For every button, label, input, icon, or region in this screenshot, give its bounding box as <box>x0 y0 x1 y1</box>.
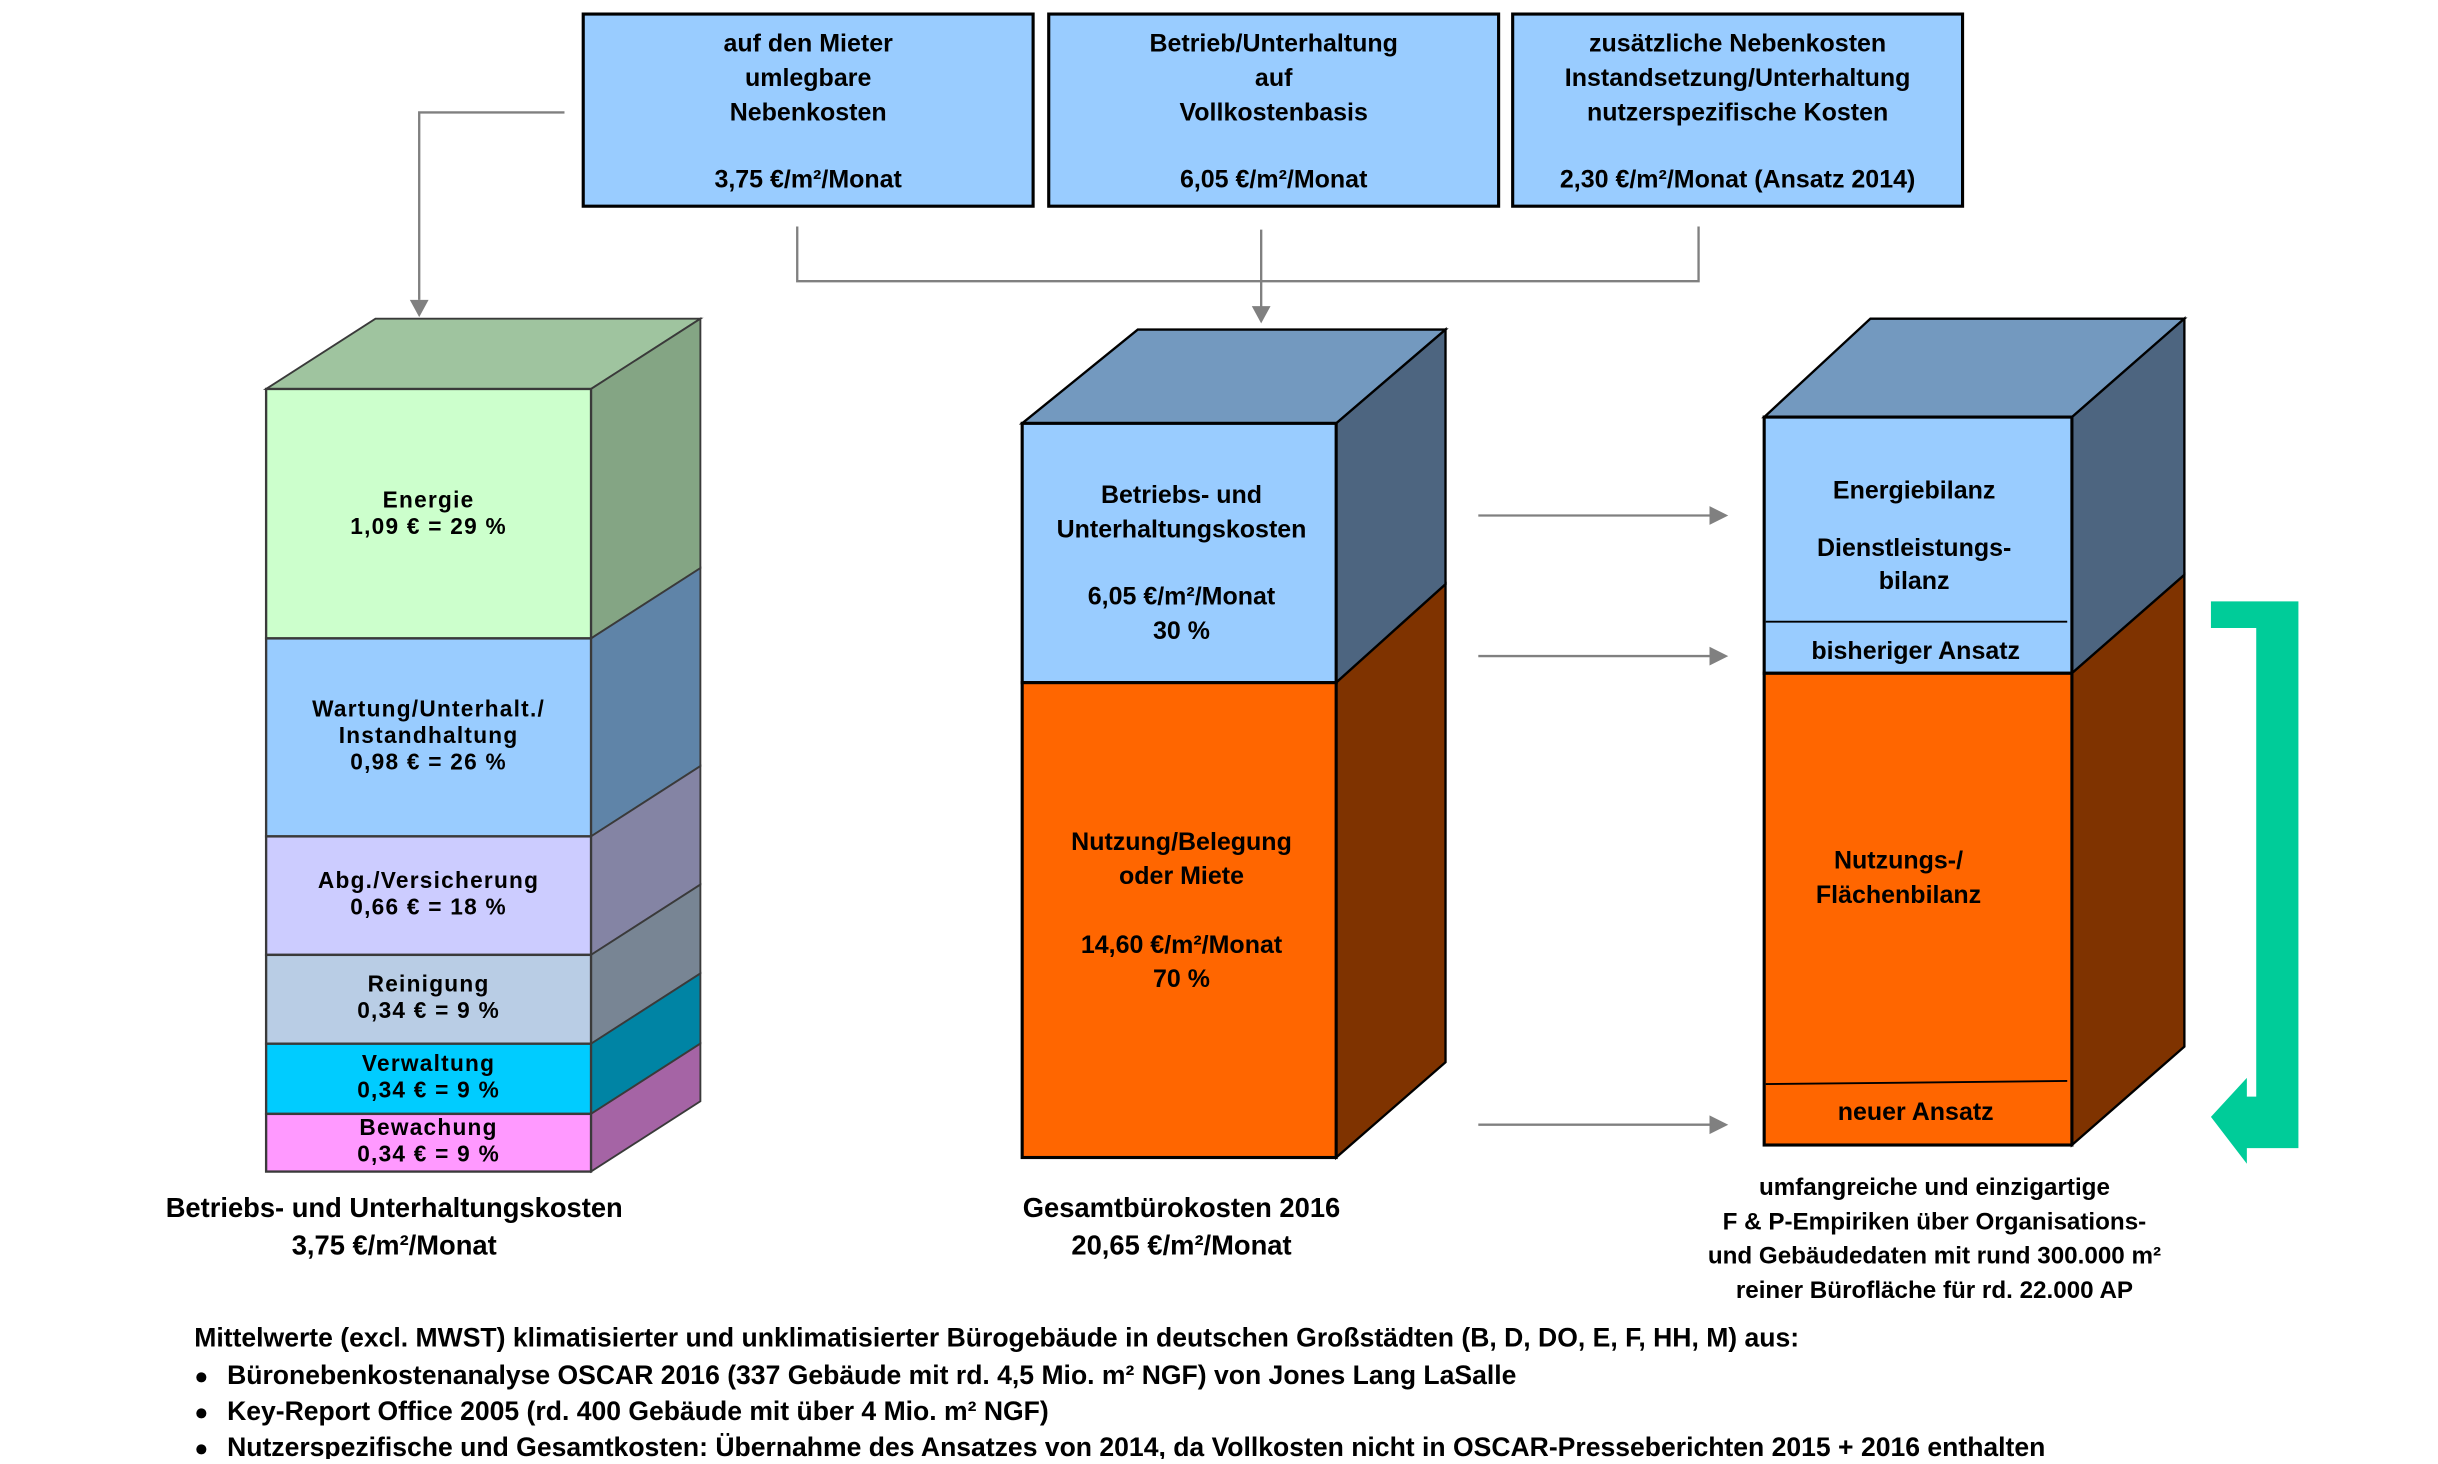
footer-intro: Mittelwerte (excl. MWST) klimatisierter … <box>194 1323 1799 1353</box>
arrow-down-icon <box>1251 306 1271 324</box>
header-box-line: zusätzliche Nebenkosten <box>1589 30 1886 58</box>
segment-value: 14,60 €/m²/Monat <box>1081 931 1283 959</box>
middle-cube-caption: Gesamtbürokosten 2016 20,65 €/m²/Monat <box>1023 1192 1340 1260</box>
arrow-right-icon <box>1709 646 1729 666</box>
header-box-line: Betrieb/Unterhaltung <box>1149 30 1397 58</box>
segment-label: Verwaltung <box>362 1050 495 1076</box>
segment-value: 0,34 € = 9 % <box>357 997 500 1023</box>
right-cube-segment-lower <box>1762 671 2074 1147</box>
segment-value: 0,34 € = 9 % <box>357 1140 500 1166</box>
right-lower-label: Nutzungs-/ <box>1834 847 1963 875</box>
bracket-return-arrow-icon <box>2210 601 2299 1164</box>
middle-cube: Betriebs- und Unterhaltungskosten 6,05 €… <box>1018 327 1449 1161</box>
segment-label: Abg./Versicherung <box>318 867 539 893</box>
bullet-icon: ● <box>194 1435 208 1459</box>
footer-bullet: Key-Report Office 2005 (rd. 400 Gebäude … <box>227 1396 1049 1426</box>
caption-value: 20,65 €/m²/Monat <box>1071 1229 1291 1260</box>
left-cube-caption: Betriebs- und Unterhaltungskosten 3,75 €… <box>166 1192 623 1260</box>
caption-line: F & P-Empiriken über Organisations- <box>1723 1208 2147 1235</box>
segment-label: oder Miete <box>1119 862 1244 890</box>
left-cube-segment-bewachung <box>264 1112 593 1173</box>
middle-cube-side-lower <box>1334 581 1447 1161</box>
connector-arrows-right <box>1478 514 1710 1126</box>
connector-left <box>418 111 565 300</box>
footer-notes: Mittelwerte (excl. MWST) klimatisierter … <box>194 1323 2045 1462</box>
header-box-line: auf den Mieter <box>723 30 893 58</box>
right-cube: Energiebilanz Dienstleistungs- bilanz bi… <box>1761 316 2188 1148</box>
footer-bullet: Nutzerspezifische und Gesamtkosten: Über… <box>227 1432 2045 1459</box>
left-cube-segment-energie <box>264 387 593 640</box>
header-box-line: Vollkostenbasis <box>1179 98 1367 126</box>
left-cube-segment-wartung <box>264 637 593 838</box>
header-box-value: 2,30 €/m²/Monat (Ansatz 2014) <box>1560 165 1915 193</box>
right-upper-label: bilanz <box>1879 567 1950 595</box>
header-box-line: Instandsetzung/Unterhaltung <box>1565 64 1911 92</box>
header-box-umlegbare: auf den Mieter umlegbare Nebenkosten 3,7… <box>581 12 1035 208</box>
caption-title: Gesamtbürokosten 2016 <box>1023 1192 1340 1223</box>
right-cube-caption: umfangreiche und einzigartige F & P-Empi… <box>1708 1174 2161 1304</box>
segment-label: Energie <box>383 487 475 513</box>
left-cube-segment-abgaben <box>264 835 593 957</box>
header-box-vollkosten: Betrieb/Unterhaltung auf Vollkostenbasis… <box>1047 12 1501 208</box>
header-box-line: umlegbare <box>745 64 871 92</box>
header-box-value: 6,05 €/m²/Monat <box>1180 165 1368 193</box>
header-box-line: auf <box>1255 64 1293 92</box>
segment-label: Wartung/Unterhalt./ <box>312 695 545 721</box>
header-box-zusaetzlich: zusätzliche Nebenkosten Instandsetzung/U… <box>1511 12 1965 208</box>
segment-value: 0,34 € = 9 % <box>357 1077 500 1103</box>
segment-label: Betriebs- und <box>1101 481 1262 509</box>
segment-label: Instandhaltung <box>339 722 519 748</box>
header-box-line: nutzerspezifische Kosten <box>1587 98 1888 126</box>
segment-percent: 70 % <box>1153 965 1210 993</box>
segment-label: Unterhaltungskosten <box>1057 515 1307 543</box>
segment-value: 6,05 €/m²/Monat <box>1088 583 1276 611</box>
caption-value: 3,75 €/m²/Monat <box>292 1229 497 1260</box>
divider-neuer <box>1765 1080 2068 1086</box>
left-cube-segment-verwaltung <box>264 1042 593 1116</box>
bullet-icon: ● <box>194 1399 208 1425</box>
footer-bullet: Büronebenkostenanalyse OSCAR 2016 (337 G… <box>227 1360 1516 1390</box>
right-upper-label: Dienstleistungs- <box>1817 534 2011 562</box>
segment-value: 1,09 € = 29 % <box>350 513 507 539</box>
arrow-down-icon <box>409 299 429 318</box>
caption-title: Betriebs- und Unterhaltungskosten <box>166 1192 623 1223</box>
segment-value: 0,98 € = 26 % <box>350 748 507 774</box>
left-cube-segment-reinigung <box>264 953 593 1045</box>
segment-percent: 30 % <box>1153 617 1210 645</box>
caption-line: reiner Bürofläche für rd. 22.000 AP <box>1736 1277 2133 1304</box>
header-box-value: 3,75 €/m²/Monat <box>714 165 902 193</box>
middle-cube-segment-betrieb <box>1020 421 1338 685</box>
caption-line: umfangreiche und einzigartige <box>1759 1174 2110 1201</box>
right-cube-side-lower <box>2070 572 2186 1148</box>
bullet-icon: ● <box>194 1363 208 1389</box>
segment-label: Reinigung <box>368 970 490 996</box>
right-lower-sublabel: neuer Ansatz <box>1838 1098 1994 1126</box>
segment-value: 0,66 € = 18 % <box>350 893 507 919</box>
segment-label: Nutzung/Belegung <box>1071 828 1292 856</box>
caption-line: und Gebäudedaten mit rund 300.000 m² <box>1708 1243 2161 1270</box>
segment-label: Bewachung <box>359 1114 497 1140</box>
header-box-line: Nebenkosten <box>730 98 887 126</box>
right-lower-label: Flächenbilanz <box>1816 881 1981 909</box>
middle-cube-segment-nutzung <box>1020 681 1338 1160</box>
right-upper-label: Energiebilanz <box>1833 476 1995 504</box>
arrow-right-icon <box>1709 1115 1729 1135</box>
arrow-right-icon <box>1709 506 1729 525</box>
right-cube-segment-upper <box>1762 415 2074 675</box>
connector-merge <box>796 226 1700 308</box>
right-upper-sublabel: bisheriger Ansatz <box>1811 637 2020 665</box>
